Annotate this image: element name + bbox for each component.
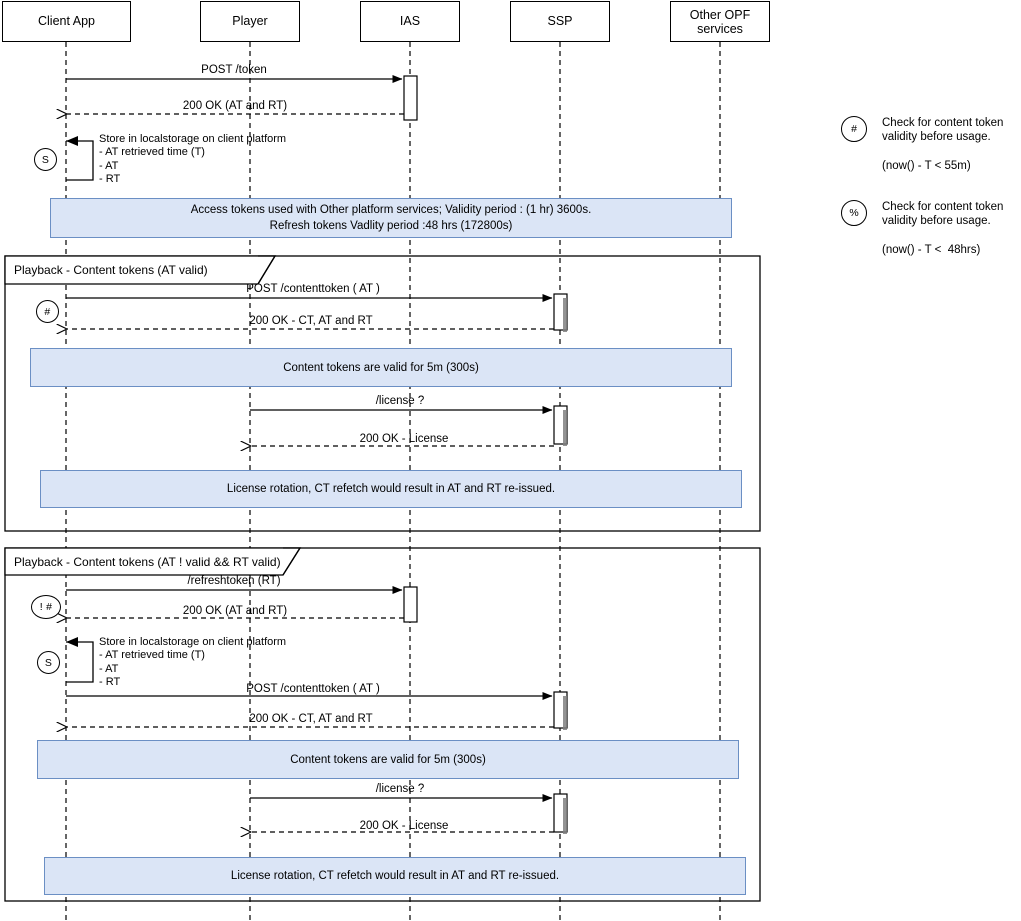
message-label-m2: 200 OK (AT and RT) xyxy=(182,100,288,112)
legend-percent-line2: validity before usage. xyxy=(882,215,991,227)
legend-hash-line2: validity before usage. xyxy=(882,131,991,143)
self-message-store-2-arrowhead xyxy=(66,637,78,647)
message-label-m8: 200 OK (AT and RT) xyxy=(182,605,288,617)
message-label-m4: 200 OK - CT, AT and RT xyxy=(249,315,373,327)
note-license-rotation-1-text: License rotation, CT refetch would resul… xyxy=(226,483,556,495)
legend-hash-symbol: # xyxy=(851,123,857,135)
self-note-store-1-item-1: - AT xyxy=(99,160,119,172)
legend-percent-line1: Check for content token xyxy=(882,201,1004,213)
participant-ssp-label: SSP xyxy=(547,14,573,28)
note-access-token-validity-line1: Access tokens used with Other platform s… xyxy=(190,204,592,216)
legend-entry-hash: # Check for content token validity befor… xyxy=(841,112,1021,192)
message-label-m3: POST /contenttoken ( AT ) xyxy=(246,283,380,295)
frame-label-playback-at-valid: Playback - Content tokens (AT valid) xyxy=(14,263,208,277)
self-note-store-2-item-1: - AT xyxy=(99,663,119,675)
participant-ssp[interactable]: SSP xyxy=(510,1,610,42)
message-label-m7: /refreshtoken (RT) xyxy=(187,575,281,587)
participant-client-app-label: Client App xyxy=(38,14,95,28)
marker-store-label-2: S xyxy=(44,656,53,669)
note-content-token-validity-1: Content tokens are valid for 5m (300s) xyxy=(30,348,732,387)
self-note-store-1-title: Store in localstorage on client platform xyxy=(99,133,287,145)
participant-other-opf-services-label-line2: services xyxy=(697,21,743,36)
note-content-token-validity-1-text: Content tokens are valid for 5m (300s) xyxy=(283,361,479,374)
self-note-store-1-item-0: - AT retrieved time (T) xyxy=(99,146,205,158)
marker-hash-label-1: # xyxy=(44,305,51,318)
activation-bars xyxy=(403,75,568,833)
self-message-store-2 xyxy=(66,641,94,683)
marker-store-icon-1: S xyxy=(34,148,57,171)
marker-store-label-1: S xyxy=(41,153,50,166)
marker-not-hash-label: ! # xyxy=(39,601,53,613)
participant-other-opf-services-label-line1: Other OPF xyxy=(689,7,751,22)
note-license-rotation-1: License rotation, CT refetch would resul… xyxy=(40,470,742,508)
participant-other-opf-services[interactable]: Other OPF services xyxy=(670,1,770,42)
note-content-token-validity-2: Content tokens are valid for 5m (300s) xyxy=(37,740,739,779)
note-license-rotation-2-text: License rotation, CT refetch would resul… xyxy=(230,870,560,882)
participant-player[interactable]: Player xyxy=(200,1,300,42)
frame-playback-at-valid xyxy=(4,255,761,532)
note-content-token-validity-2-text: Content tokens are valid for 5m (300s) xyxy=(290,753,486,766)
message-label-m10: 200 OK - CT, AT and RT xyxy=(249,713,373,725)
marker-store-icon-2: S xyxy=(37,651,60,674)
legend-percent-line3: (now() - T < 48hrs) xyxy=(882,244,981,256)
self-message-store-1-arrowhead xyxy=(66,136,78,146)
frame-label-playback-at-invalid: Playback - Content tokens (AT ! valid &&… xyxy=(14,555,281,569)
legend-hash-line3: (now() - T < 55m) xyxy=(882,160,971,172)
marker-not-hash-icon: ! # xyxy=(31,595,61,619)
legend-entry-percent: % Check for content token validity befor… xyxy=(841,196,1021,276)
participant-client-app[interactable]: Client App xyxy=(2,1,131,42)
message-label-m9: POST /contenttoken ( AT ) xyxy=(246,683,380,695)
message-label-m11: /license ? xyxy=(375,783,425,795)
marker-hash-icon-1: # xyxy=(36,300,59,323)
participant-player-label: Player xyxy=(232,14,268,28)
self-message-store-1 xyxy=(66,140,94,181)
message-label-m5: /license ? xyxy=(375,395,425,407)
legend-percent-symbol: % xyxy=(849,207,859,219)
legend-hash-line1: Check for content token xyxy=(882,117,1004,129)
self-note-store-2-title: Store in localstorage on client platform xyxy=(99,636,287,648)
note-access-token-validity: Access tokens used with Other platform s… xyxy=(50,198,732,238)
self-note-store-2-item-0: - AT retrieved time (T) xyxy=(99,649,205,661)
legend-hash-icon: # xyxy=(841,116,867,142)
note-license-rotation-2: License rotation, CT refetch would resul… xyxy=(44,857,746,895)
message-label-m1: POST /token xyxy=(201,64,267,76)
self-note-store-1-item-2: - RT xyxy=(99,173,121,185)
self-note-store-2-item-2: - RT xyxy=(99,676,121,688)
participant-ias[interactable]: IAS xyxy=(360,1,460,42)
message-label-m6: 200 OK - License xyxy=(359,433,449,445)
frame-playback-at-invalid xyxy=(4,547,761,902)
message-label-m12: 200 OK - License xyxy=(359,820,449,832)
participant-ias-label: IAS xyxy=(399,14,421,28)
legend-percent-icon: % xyxy=(841,200,867,226)
activation-bar-shadows xyxy=(563,298,567,834)
note-access-token-validity-line2: Refresh tokens Vadlity period :48 hrs (1… xyxy=(269,220,513,232)
